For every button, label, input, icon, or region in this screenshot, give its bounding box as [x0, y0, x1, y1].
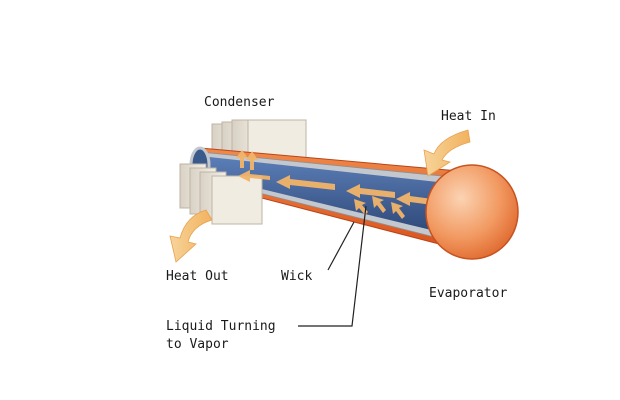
evaporator-end-cap — [425, 164, 519, 260]
liquid-turning-label-line1: Liquid Turning — [166, 319, 276, 334]
liquid-arrow-1 — [246, 151, 258, 170]
leader-lines — [298, 205, 367, 327]
vapor-arrow-2 — [346, 184, 395, 198]
wick-label: Wick — [281, 269, 312, 284]
heat-in-arrow — [423, 129, 471, 177]
fin-front-4 — [211, 175, 263, 225]
condenser-label: Condenser — [204, 95, 275, 110]
vapor-arrow-4 — [238, 170, 270, 182]
liquid-leader-line — [298, 205, 367, 327]
wick-leader-line — [327, 221, 355, 271]
liquid-arrow-3 — [372, 196, 386, 213]
condenser-fins-front — [179, 163, 263, 225]
liquid-turning-label-line2: to Vapor — [166, 337, 229, 352]
liquid-arrow-4 — [391, 202, 405, 219]
heat-out-label: Heat Out — [166, 269, 229, 284]
heat-in-label: Heat In — [441, 109, 496, 124]
liquid-arrow-5 — [354, 199, 368, 215]
heat-out-arrow — [169, 209, 213, 263]
evaporator-label: Evaporator — [429, 286, 507, 301]
vapor-arrow-3 — [276, 175, 335, 190]
liquid-arrow-2 — [236, 150, 248, 168]
